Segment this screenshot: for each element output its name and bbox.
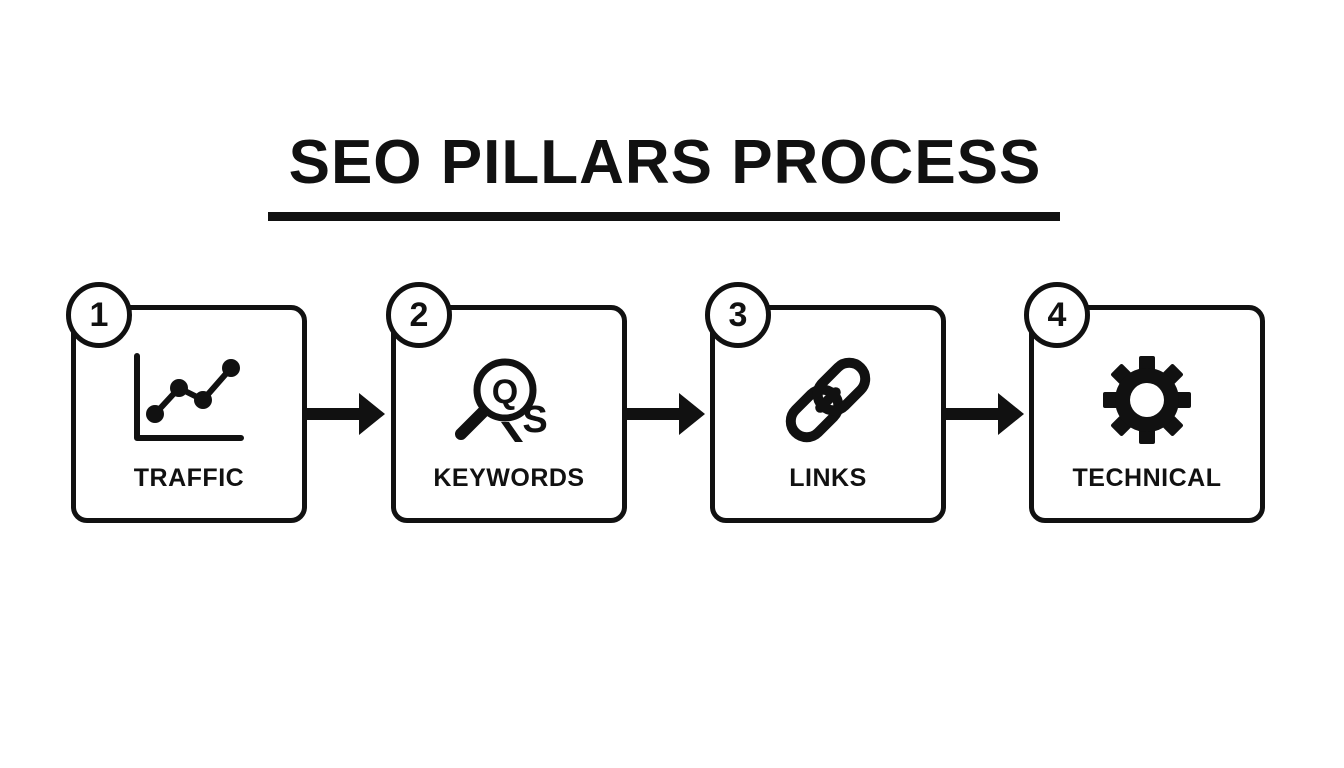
magnifier-keyword-icon: S Q	[396, 350, 622, 450]
step-traffic: 1 TRAFFIC	[66, 282, 307, 523]
arrow-right-icon	[307, 393, 385, 435]
arrow-right-icon	[627, 393, 705, 435]
step-links: 3 LINKS	[705, 282, 946, 523]
title-underline	[268, 212, 1060, 221]
gear-icon	[1034, 350, 1260, 450]
step-label: KEYWORDS	[433, 464, 585, 492]
step-label: TECHNICAL	[1072, 464, 1222, 492]
step-number-badge: 4	[1024, 282, 1090, 348]
line-chart-icon	[76, 350, 302, 450]
step-number-badge: 1	[66, 282, 132, 348]
chain-link-icon	[715, 350, 941, 450]
step-keywords: 2 S Q KEYWORDS	[386, 282, 627, 523]
step-technical: 4 TECHNICAL	[1024, 282, 1265, 523]
step-label: TRAFFIC	[133, 464, 245, 492]
svg-text:Q: Q	[492, 373, 518, 411]
page-title: SEO PILLARS PROCESS	[288, 128, 1042, 197]
step-label: LINKS	[789, 464, 867, 492]
arrow-right-icon	[946, 393, 1024, 435]
step-number-badge: 3	[705, 282, 771, 348]
step-number-badge: 2	[386, 282, 452, 348]
